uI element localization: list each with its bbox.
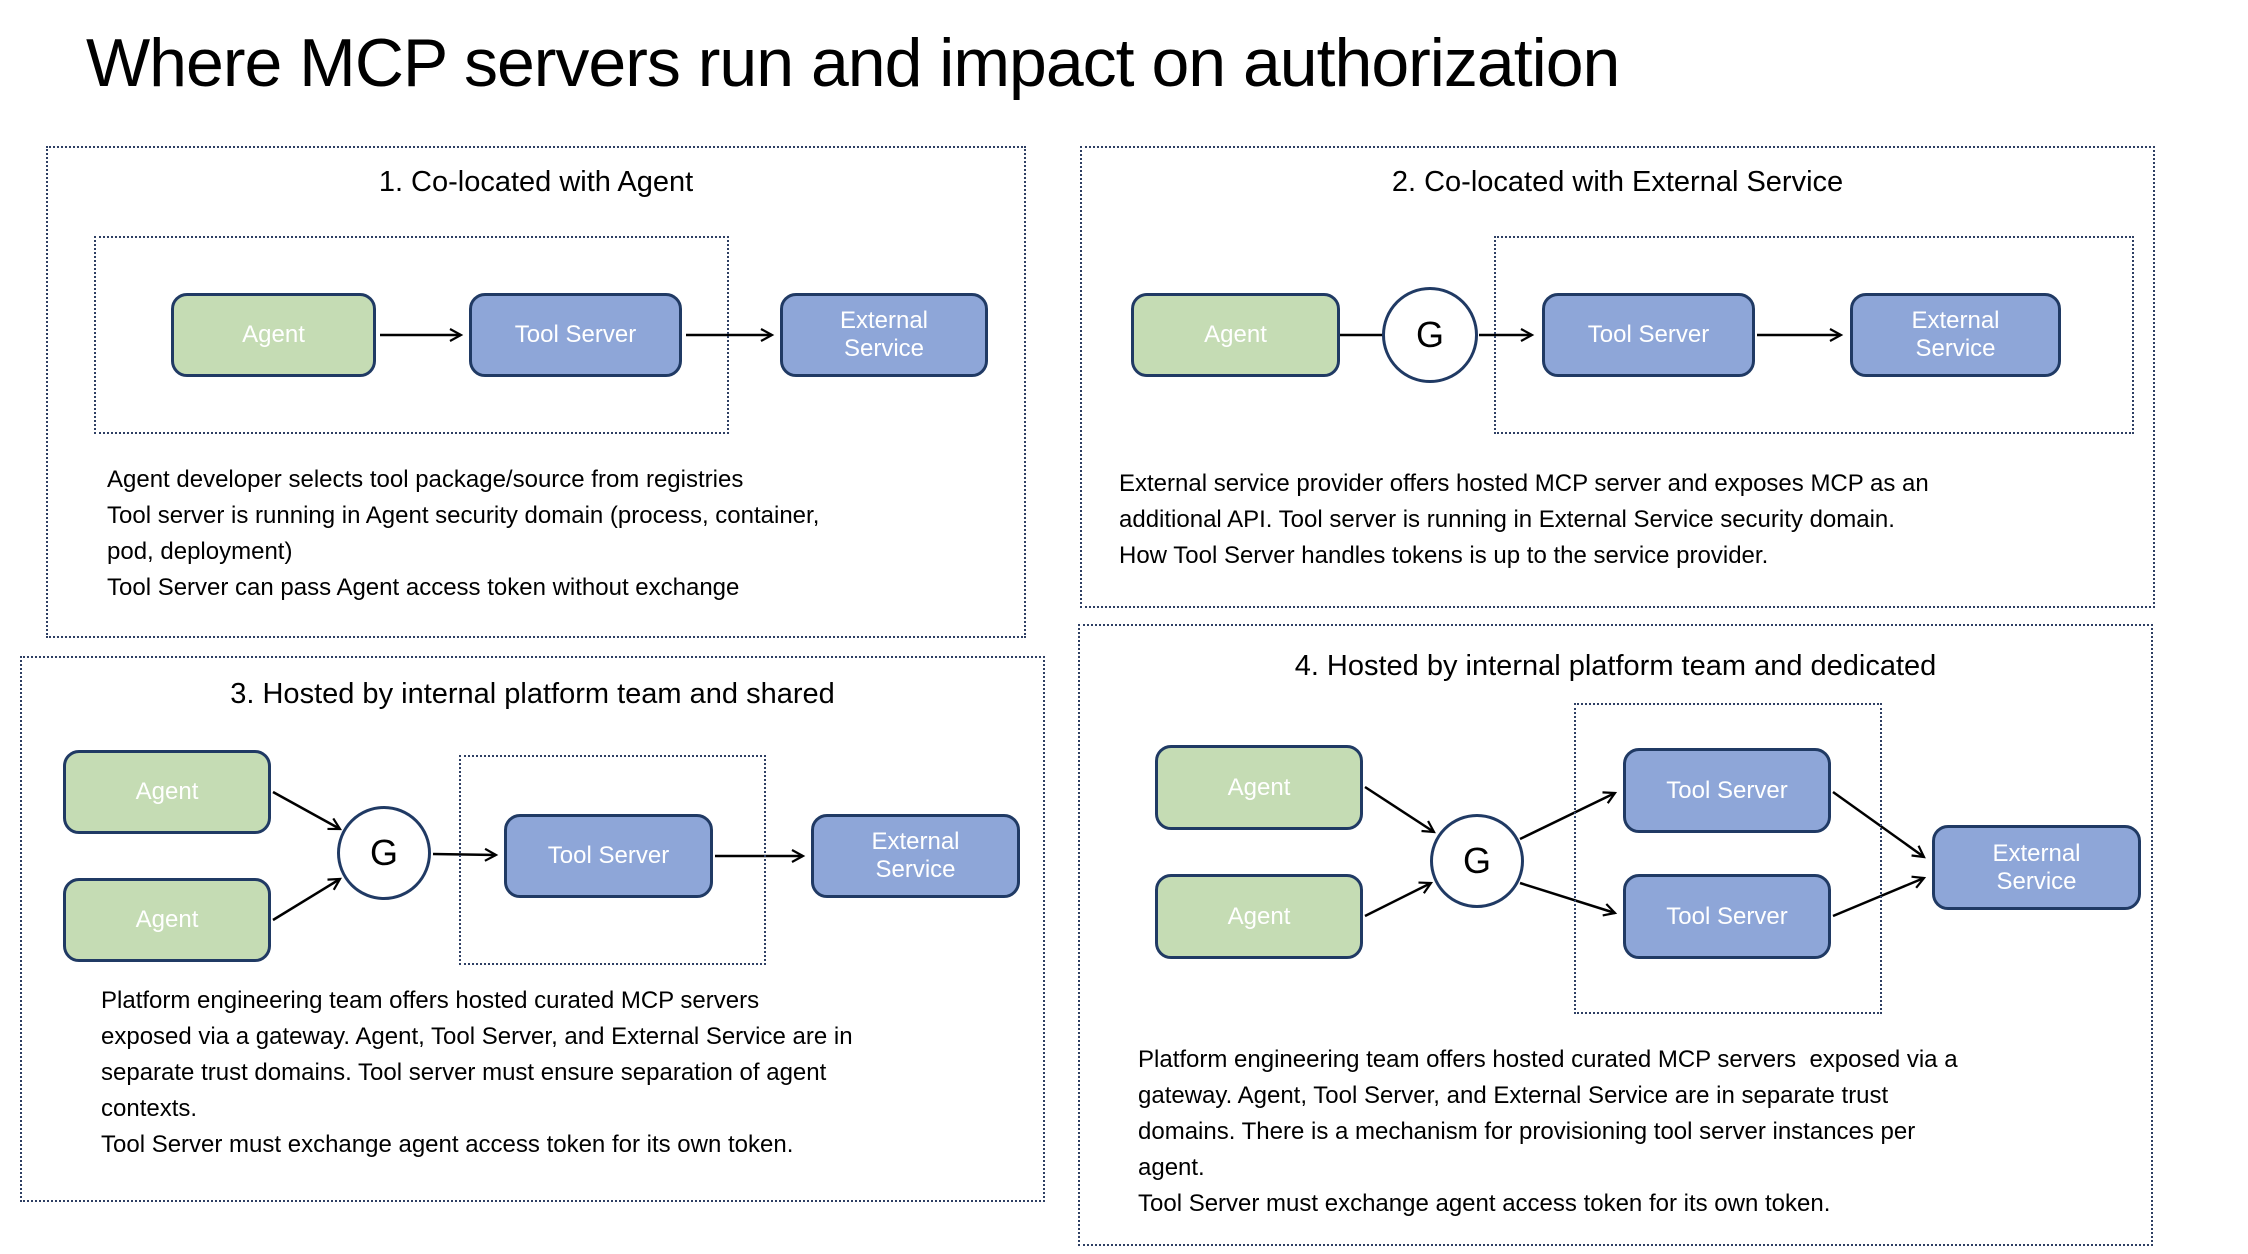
description-line: Tool server is running in Agent security… — [107, 502, 820, 529]
gateway-label: G — [1462, 840, 1491, 881]
description-line: Agent developer selects tool package/sou… — [107, 466, 744, 493]
gateway-label: G — [369, 832, 398, 873]
tool-server-node: Tool Server — [1623, 748, 1831, 833]
tool-server-label: Tool Server — [1666, 776, 1788, 804]
gateway-label: G — [1415, 314, 1444, 355]
description-line: How Tool Server handles tokens is up to … — [1119, 542, 1769, 569]
panel-4-hosted-internal-dedicated: 4. Hosted by internal platform team and … — [1078, 624, 2153, 1246]
description-line: Tool Server must exchange agent access t… — [1138, 1190, 1831, 1217]
panel-2-co-located-with-external-service: 2. Co-located with External Service Agen… — [1080, 146, 2155, 608]
external-service-label: External Service — [839, 307, 929, 362]
panel-1-security-boundary-box — [94, 236, 729, 434]
panel-4-title: 4. Hosted by internal platform team and … — [1294, 650, 1937, 682]
description-line: separate trust domains. Tool server must… — [101, 1059, 827, 1086]
external-service-label: External Service — [1992, 839, 2081, 895]
description-line: Tool Server can pass Agent access token … — [107, 574, 740, 601]
description-line: Tool Server must exchange agent access t… — [101, 1131, 794, 1158]
external-service-label: External Service — [871, 828, 960, 883]
agent-label: Agent — [242, 321, 305, 349]
external-service-label: External Service — [1911, 307, 2000, 362]
gateway-node: G — [1382, 287, 1478, 383]
description-line: exposed via a gateway. Agent, Tool Serve… — [101, 1023, 853, 1050]
description-line: External service provider offers hosted … — [1119, 470, 1929, 497]
panel-2-description: External service provider offers hosted … — [1119, 466, 2019, 574]
agent-node: Agent — [63, 878, 271, 962]
agent-label: Agent — [1227, 902, 1291, 930]
panel-2-title: 2. Co-located with External Service — [1391, 166, 1844, 198]
agent-label: Agent — [135, 906, 199, 934]
description-line: Platform engineering team offers hosted … — [1138, 1046, 1958, 1073]
panel-1-title: 1. Co-located with Agent — [378, 166, 694, 198]
agent-label: Agent — [1227, 773, 1291, 801]
external-service-node: External Service — [1850, 293, 2061, 377]
external-service-node: External Service — [780, 293, 988, 377]
external-service-node: External Service — [811, 814, 1020, 898]
gateway-node: G — [1430, 814, 1524, 908]
description-line: Platform engineering team offers hosted … — [101, 987, 760, 1014]
tool-server-label: Tool Server — [514, 321, 637, 349]
tool-server-node: Tool Server — [469, 293, 682, 377]
description-line: additional API. Tool server is running i… — [1119, 506, 1895, 533]
agent-label: Agent — [135, 778, 199, 806]
description-line: domains. There is a mechanism for provis… — [1138, 1118, 1916, 1145]
tool-server-label: Tool Server — [547, 842, 670, 870]
external-service-node: External Service — [1932, 825, 2141, 910]
panel-3-description: Platform engineering team offers hosted … — [101, 983, 1011, 1163]
panel-1-description: Agent developer selects tool package/sou… — [107, 462, 887, 606]
page-title: Where MCP servers run and impact on auth… — [86, 25, 1620, 101]
panel-3-hosted-internal-shared: 3. Hosted by internal platform team and … — [20, 656, 1045, 1202]
panel-1-co-located-with-agent: 1. Co-located with Agent Agent Tool Serv… — [46, 146, 1026, 638]
panel-3-title: 3. Hosted by internal platform team and … — [230, 678, 835, 710]
description-line: pod, deployment) — [107, 538, 293, 565]
tool-server-node: Tool Server — [1542, 293, 1755, 377]
tool-server-label: Tool Server — [1587, 321, 1710, 349]
agent-node: Agent — [171, 293, 376, 377]
agent-node: Agent — [63, 750, 271, 834]
agent-node: Agent — [1155, 745, 1363, 830]
panel-3-security-boundary-box — [459, 755, 766, 965]
tool-server-node: Tool Server — [1623, 874, 1831, 959]
agent-node: Agent — [1155, 874, 1363, 959]
panel-2-security-boundary-box — [1494, 236, 2134, 434]
description-line: contexts. — [101, 1095, 198, 1122]
panel-4-description: Platform engineering team offers hosted … — [1138, 1042, 2128, 1222]
description-line: gateway. Agent, Tool Server, and Externa… — [1138, 1082, 1889, 1109]
agent-node: Agent — [1131, 293, 1340, 377]
panel-4-security-boundary-box — [1574, 703, 1882, 1014]
tool-server-label: Tool Server — [1666, 902, 1788, 930]
gateway-node: G — [337, 806, 431, 900]
agent-label: Agent — [1204, 321, 1267, 349]
tool-server-node: Tool Server — [504, 814, 713, 898]
description-line: agent. — [1138, 1154, 1205, 1181]
